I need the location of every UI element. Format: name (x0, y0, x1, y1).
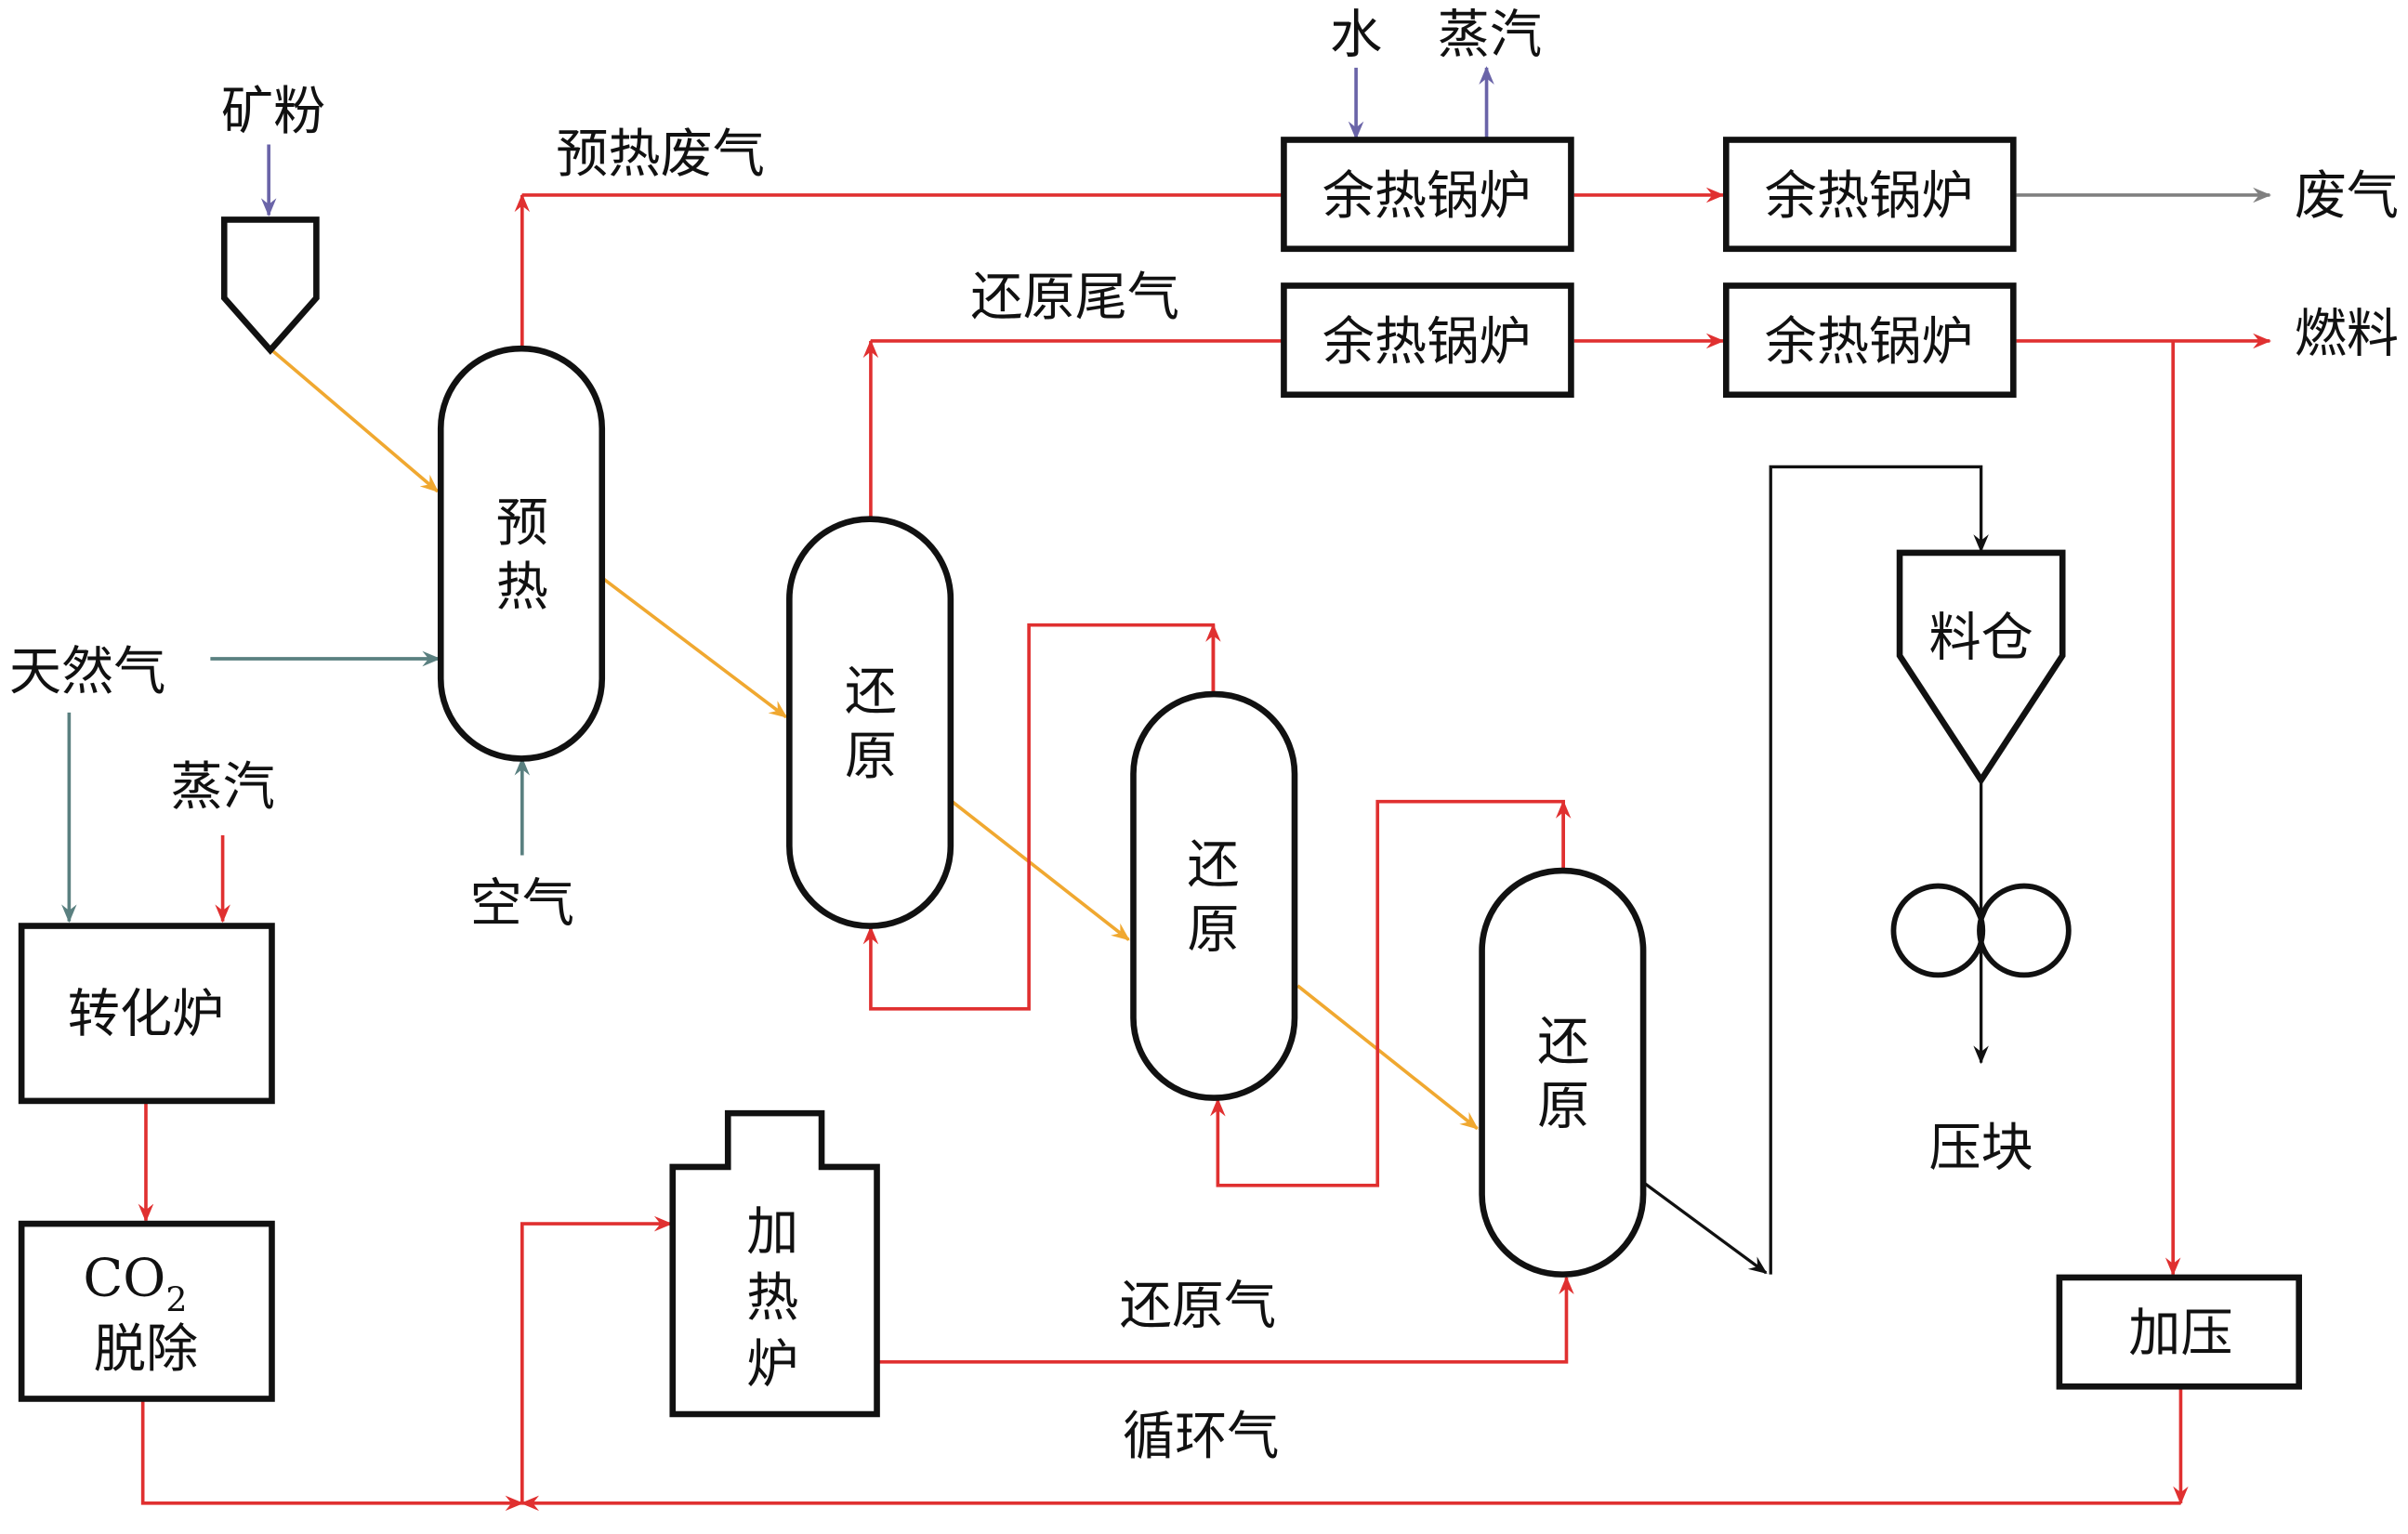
water-label: 水 (1330, 5, 1382, 65)
reducer1-label-2: 原 (845, 727, 897, 787)
reducer2-label-2: 原 (1187, 900, 1239, 961)
reducer-2-vessel: 还 原 (1130, 690, 1298, 1101)
heater-label-2: 热 (746, 1268, 798, 1329)
reformer-label: 转化炉 (68, 985, 225, 1045)
preheater-to-reducer1-arrow (602, 577, 788, 719)
reducing-gas-line (878, 1276, 1574, 1364)
heater-label-1: 加 (746, 1202, 798, 1263)
air-label: 空气 (470, 874, 574, 935)
reformer: 转化炉 (18, 923, 275, 1105)
boiler-2a: 余热锅炉 (1281, 282, 1574, 399)
reducer-1-vessel: 还 原 (786, 516, 954, 929)
reducer3-label-2: 原 (1537, 1077, 1589, 1137)
natural-gas-label: 天然气 (9, 642, 166, 702)
fuel-out-label: 燃料 (2295, 305, 2399, 365)
flow-lines (61, 66, 2271, 1512)
roller-right (1977, 883, 2072, 978)
recycle-gas-label: 循环气 (1123, 1407, 1280, 1467)
ore-hopper (220, 216, 320, 355)
reducer1-label-1: 还 (845, 662, 897, 723)
product-to-bin-line (1769, 465, 1989, 1275)
co2-removal-out-line (140, 1400, 524, 1512)
compressor-label: 加压 (2128, 1304, 2232, 1364)
preheater-vessel: 预 热 (437, 345, 606, 762)
boiler-1b-label: 余热锅炉 (1765, 166, 1974, 227)
steam-top-label: 蒸汽 (1438, 5, 1542, 65)
reducer2-label-1: 还 (1187, 835, 1239, 896)
preheat-exhaust-label: 预热废气 (556, 125, 765, 185)
reducer2-to-reducer3-arrow (1296, 984, 1479, 1131)
preheater-label-1: 预 (496, 493, 548, 554)
preheater-label-2: 热 (496, 557, 548, 618)
reducing-gas-label: 还原气 (1120, 1277, 1277, 1337)
heater-label-3: 炉 (746, 1334, 798, 1395)
steam-left-label: 蒸汽 (170, 757, 274, 818)
boiler-1a: 余热锅炉 (1281, 137, 1574, 253)
reducer3-label-1: 还 (1537, 1012, 1589, 1072)
co2-removal-label: CO2 (83, 1249, 187, 1320)
ore-to-preheater-arrow (270, 348, 440, 493)
boiler-1b: 余热锅炉 (1723, 137, 2017, 253)
briquette-label: 压块 (1928, 1118, 2033, 1178)
bin-label: 料仓 (1928, 609, 2033, 669)
briquetting-rollers (1890, 883, 2072, 978)
heater: 加 热 炉 (669, 1109, 880, 1418)
exhaust-out-label: 废气 (2295, 166, 2399, 227)
compressor: 加压 (2056, 1274, 2302, 1390)
roller-left (1890, 883, 1986, 978)
reducer1-to-reducer2-arrow (951, 800, 1130, 941)
storage-bin: 料仓 (1896, 549, 2066, 786)
boiler-1a-label: 余热锅炉 (1322, 166, 1532, 227)
boiler-2b-label: 余热锅炉 (1765, 312, 1974, 373)
ore-powder-label: 矿粉 (221, 82, 325, 142)
to-heater-line (520, 1215, 673, 1503)
reducer3-discharge-arrow (1642, 1181, 1768, 1275)
reduction-tail-gas-label: 还原尾气 (970, 268, 1179, 328)
boiler-2b: 余热锅炉 (1723, 282, 2017, 399)
co2-removal-label-2: 脱除 (94, 1319, 198, 1380)
stream-labels: 矿粉 预热废气 还原尾气 水 蒸汽 废气 燃料 天然气 蒸汽 空气 还原气 循环… (9, 5, 2399, 1467)
boiler-2a-label: 余热锅炉 (1322, 312, 1532, 373)
reducer-3-vessel: 还 原 (1479, 867, 1647, 1278)
co2-removal: CO2 脱除 (18, 1220, 275, 1402)
